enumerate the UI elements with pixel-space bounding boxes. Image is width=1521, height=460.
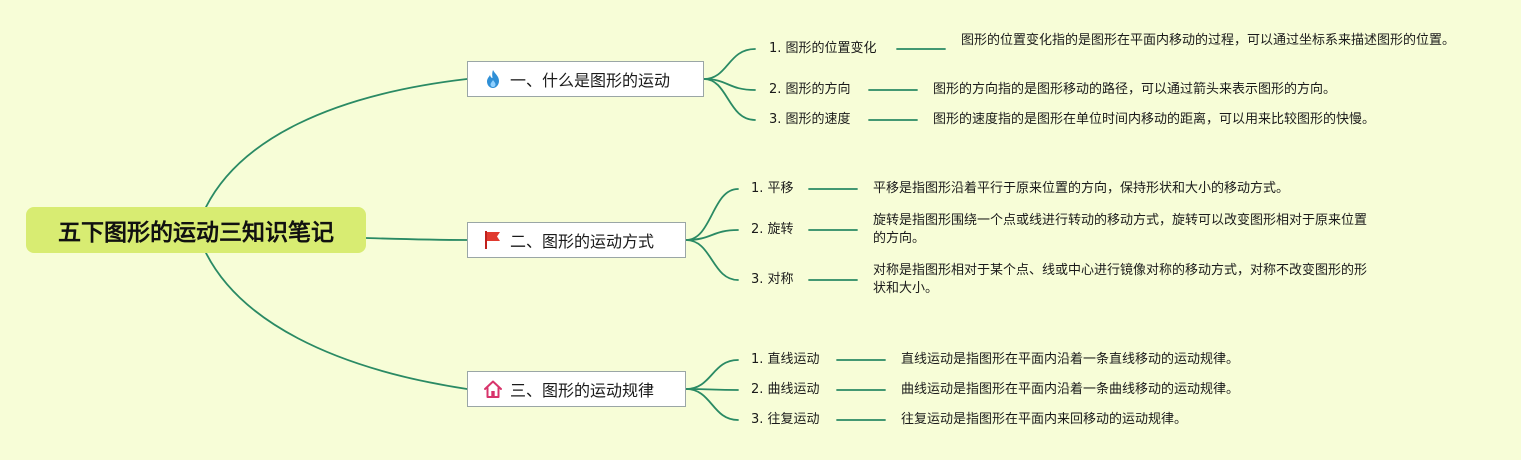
desc-reciprocating-motion: 往复运动是指图形在平面内来回移动的运动规律。 xyxy=(901,412,1188,427)
branch-what-is-motion[interactable]: 一、什么是图形的运动 xyxy=(467,61,704,97)
connector-root-branch-2 xyxy=(365,237,468,241)
leaf-symmetry[interactable]: 3. 对称 xyxy=(751,272,794,287)
root-topic[interactable]: 五下图形的运动三知识笔记 xyxy=(26,207,366,253)
flag-icon xyxy=(482,229,504,251)
leaf-direction[interactable]: 2. 图形的方向 xyxy=(769,82,851,97)
connector-b3-l3 xyxy=(685,388,739,421)
desc-direction: 图形的方向指的是图形移动的路径，可以通过箭头来表示图形的方向。 xyxy=(933,82,1337,97)
fire-icon xyxy=(482,68,504,90)
branch-label: 三、图形的运动规律 xyxy=(510,381,655,400)
desc-translation: 平移是指图形沿着平行于原来位置的方向，保持形状和大小的移动方式。 xyxy=(873,181,1290,196)
connector-root-branch-1 xyxy=(205,78,468,208)
branch-motion-types[interactable]: 二、图形的运动方式 xyxy=(467,222,686,258)
branch-label: 一、什么是图形的运动 xyxy=(510,71,671,90)
branch-motion-rules[interactable]: 三、图形的运动规律 xyxy=(467,371,686,407)
desc-position-change: 图形的位置变化指的是图形在平面内移动的过程，可以通过坐标系来描述图形的位置。 xyxy=(961,33,1456,48)
leaf-translation[interactable]: 1. 平移 xyxy=(751,181,794,196)
connector-b2-l2 xyxy=(685,229,739,241)
desc-speed: 图形的速度指的是图形在单位时间内移动的距离，可以用来比较图形的快慢。 xyxy=(933,112,1376,127)
connector-root-branch-3 xyxy=(205,252,468,390)
root-title: 五下图形的运动三知识笔记 xyxy=(58,220,334,246)
connector-b1-l3 xyxy=(703,78,756,121)
leaf-reciprocating-motion[interactable]: 3. 往复运动 xyxy=(751,412,820,427)
connector-b1-l1 xyxy=(703,48,756,80)
leaf-linear-motion[interactable]: 1. 直线运动 xyxy=(751,352,820,367)
leaf-rotation[interactable]: 2. 旋转 xyxy=(751,222,794,237)
desc-curve-motion: 曲线运动是指图形在平面内沿着一条曲线移动的运动规律。 xyxy=(901,382,1240,397)
desc-rotation: 旋转是指图形围绕一个点或线进行转动的移动方式，旋转可以改变图形相对于原来位置的方… xyxy=(873,213,1368,246)
branch-label: 二、图形的运动方式 xyxy=(510,232,655,251)
connector-b2-l1 xyxy=(685,188,739,241)
connector-b3-l1 xyxy=(685,359,739,390)
leaf-curve-motion[interactable]: 2. 曲线运动 xyxy=(751,382,820,397)
leaf-speed[interactable]: 3. 图形的速度 xyxy=(769,112,851,127)
desc-symmetry: 对称是指图形相对于某个点、线或中心进行镜像对称的移动方式，对称不改变图形的形状和… xyxy=(873,263,1368,296)
desc-linear-motion: 直线运动是指图形在平面内沿着一条直线移动的运动规律。 xyxy=(901,352,1240,367)
home-icon xyxy=(482,378,504,400)
connector-b2-l3 xyxy=(685,239,739,281)
leaf-position-change[interactable]: 1. 图形的位置变化 xyxy=(769,41,877,56)
